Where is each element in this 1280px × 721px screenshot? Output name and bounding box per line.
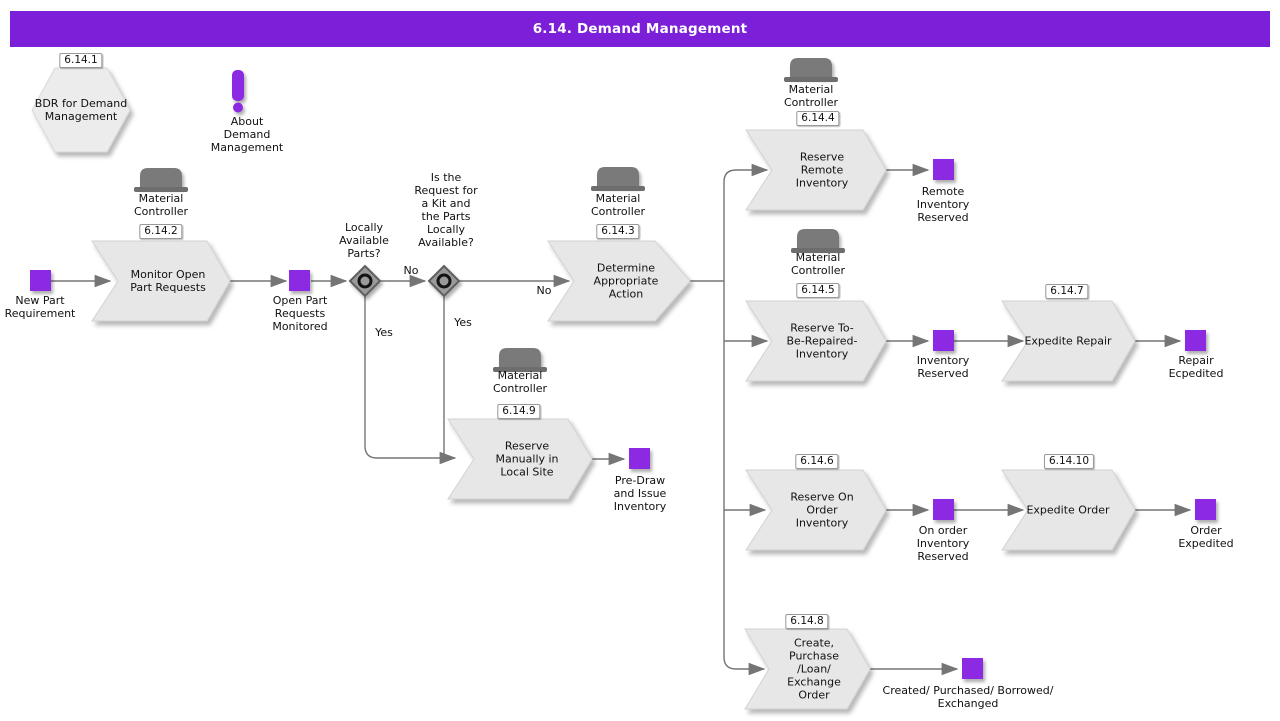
event-repair-ecpedited [1185, 330, 1206, 351]
exclamation-bar-icon[interactable] [232, 70, 244, 101]
process-reserve-on-order-inventory[interactable] [745, 469, 887, 551]
gateway-question-locally-available: Locally Available Parts? [339, 221, 389, 260]
role-material-controller: Material Controller [492, 369, 548, 395]
connectors [51, 163, 1192, 676]
process-label-reserve-onorder: Reserve On Order Inventory [790, 490, 854, 530]
process-monitor-open-part-requests[interactable] [91, 240, 231, 322]
event-label-repair-ecpedited: Repair Ecpedited [1168, 354, 1224, 380]
event-label-created-purchased: Created/ Purchased/ Borrowed/ Exchanged [882, 684, 1054, 710]
event-new-part-requirement [30, 270, 51, 291]
process-label-monitor: Monitor Open Part Requests [130, 268, 206, 294]
process-label-reserve-remote: Reserve Remote Inventory [795, 150, 849, 190]
event-created-purchased-borrowed-exchanged [962, 658, 983, 679]
process-reserve-tobe-repaired-inventory[interactable] [745, 300, 887, 382]
event-pre-draw-and-issue-inventory [629, 448, 650, 469]
process-label-determine: Determine Appropriate Action [593, 261, 659, 301]
role-material-controller: Material Controller [590, 192, 646, 218]
event-label-onorder-reserved: On order Inventory Reserved [916, 524, 970, 563]
event-label-inventory-reserved: Inventory Reserved [916, 354, 970, 380]
exclamation-dot-icon[interactable] [233, 102, 243, 113]
event-open-part-requests-monitored [289, 270, 310, 291]
role-hat-icon [791, 229, 845, 253]
process-create-purchase-loan-exchange-order[interactable] [744, 628, 871, 710]
about-label[interactable]: About Demand Management [210, 115, 284, 154]
edge-label-yes: Yes [454, 316, 472, 329]
event-label-order-expedited: Order Expedited [1178, 524, 1234, 550]
page-title: 6.14. Demand Management [532, 21, 748, 37]
about-icon[interactable] [232, 70, 244, 113]
ref-badge-6-14-10: 6.14.10 [1043, 454, 1095, 469]
ref-badge-6-14-2: 6.14.2 [139, 224, 183, 239]
diagram-header: 6.14. Demand Management [10, 11, 1270, 47]
gateway-locally-available-parts [348, 264, 382, 298]
bdr-hexagon-label: BDR for Demand Management [34, 97, 128, 123]
ref-badge-6-14-1: 6.14.1 [59, 53, 103, 68]
process-label-expedite-order: Expedite Order [1026, 503, 1110, 517]
ref-badge-6-14-7: 6.14.7 [1045, 284, 1089, 299]
role-hat-icon [591, 167, 645, 191]
process-reserve-remote-inventory[interactable] [745, 129, 887, 211]
ref-badge-6-14-5: 6.14.5 [796, 283, 840, 298]
role-hat-icon [784, 58, 838, 82]
role-material-controller: Material Controller [133, 192, 189, 218]
bdr-hexagon[interactable] [31, 67, 131, 153]
ref-badge-6-14-6: 6.14.6 [795, 454, 839, 469]
gateway-question-kit: Is the Request for a Kit and the Parts L… [414, 171, 478, 249]
event-label-new-part: New Part Requirement [4, 294, 76, 320]
edge-gateway1-yes [364, 296, 457, 465]
ref-badge-6-14-9: 6.14.9 [497, 404, 541, 419]
process-determine-appropriate-action[interactable] [547, 240, 691, 322]
event-order-expedited [1195, 499, 1216, 520]
ref-badge-6-14-4: 6.14.4 [796, 111, 840, 126]
gateway-kit-locally-available [427, 264, 461, 298]
process-label-reserve-manually: Reserve Manually in Local Site [495, 439, 559, 479]
process-label-expedite-repair: Expedite Repair [1024, 334, 1112, 348]
event-label-pre-draw: Pre-Draw and Issue Inventory [613, 474, 667, 513]
edge-trunk-vertical [723, 169, 737, 670]
process-expedite-repair[interactable] [1001, 300, 1136, 382]
process-expedite-order[interactable] [1001, 469, 1136, 551]
process-label-create-order: Create, Purchase /Loan/ Exchange Order [787, 636, 841, 702]
event-remote-inventory-reserved [933, 159, 954, 180]
event-label-remote-reserved: Remote Inventory Reserved [916, 185, 970, 224]
role-material-controller: Material Controller [783, 83, 839, 109]
event-on-order-inventory-reserved [933, 499, 954, 520]
edge-label-yes: Yes [375, 326, 393, 339]
ref-badge-6-14-3: 6.14.3 [596, 224, 640, 239]
process-reserve-manually-local-site[interactable] [447, 418, 593, 500]
event-label-open-part: Open Part Requests Monitored [272, 294, 328, 333]
gateway-ring-icon [436, 273, 452, 289]
role-material-controller: Material Controller [790, 251, 846, 277]
edge-label-no: No [403, 264, 419, 277]
gateway-ring-icon [357, 273, 373, 289]
event-inventory-reserved [933, 330, 954, 351]
process-label-reserve-tobe: Reserve To- Be-Repaired- Inventory [786, 321, 858, 361]
role-hat-icon [134, 168, 188, 192]
ref-badge-6-14-8: 6.14.8 [785, 614, 829, 629]
edge-label-no: No [536, 284, 552, 297]
